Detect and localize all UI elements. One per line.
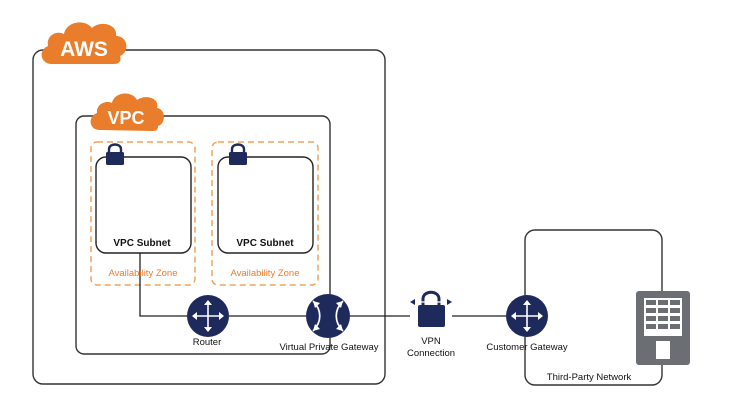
vpc-label: VPC (107, 108, 144, 128)
third-party-network-label: Third-Party Network (547, 372, 632, 383)
vpn-lock-icon (410, 290, 452, 327)
aws-label: AWS (60, 38, 108, 61)
vpn-label-line2: Connection (407, 348, 455, 359)
availability-zone-2-label: Availability Zone (230, 268, 299, 279)
vpc-box (75, 115, 331, 355)
aws-cloud-icon (41, 22, 127, 64)
customer-gateway-label: Customer Gateway (486, 342, 568, 353)
router-icon (187, 295, 229, 337)
subnet-to-router-line (139, 253, 187, 317)
vpc-cloud-icon (90, 93, 164, 131)
virtual-private-gateway-label: Virtual Private Gateway (279, 342, 378, 353)
lock-icon (106, 143, 124, 165)
lock-icon (229, 143, 247, 165)
availability-zone-2 (211, 141, 319, 286)
gateway-icon (306, 294, 350, 338)
server-icon (636, 291, 690, 365)
subnet-2-label: VPC Subnet (236, 238, 294, 249)
vpc-subnet-1 (95, 156, 192, 254)
vpc-subnet-2 (217, 156, 314, 254)
subnet-1-label: VPC Subnet (113, 238, 171, 249)
vpn-label-line1: VPN (421, 336, 441, 347)
availability-zone-1 (90, 141, 196, 286)
customer-gateway-icon (506, 295, 548, 337)
availability-zone-1-label: Availability Zone (108, 268, 177, 279)
router-label: Router (193, 337, 222, 348)
aws-cloud-box (32, 49, 386, 385)
